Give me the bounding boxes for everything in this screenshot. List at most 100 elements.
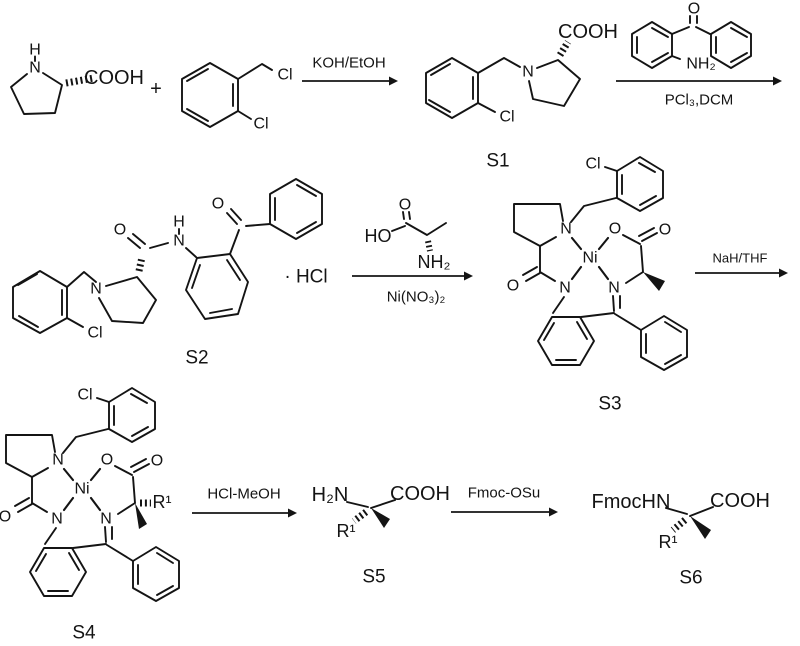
s6-structure: FmocHN COOH R¹ S6 <box>592 490 770 589</box>
carboxyl-oxygen-label: O <box>399 197 411 214</box>
ho-c-bond <box>391 225 406 232</box>
aminobenzophenone-structure: O NH₂ <box>631 1 752 73</box>
alpha-carboxyl-bond <box>370 499 396 509</box>
compound-label-s6: S6 <box>679 568 702 589</box>
reagent-step3: Ni(NO₃)₂ <box>387 289 446 306</box>
benzyl-bonds <box>66 271 97 288</box>
hashed-wedge-bond <box>557 40 571 57</box>
amine-label: NH₂ <box>418 252 451 272</box>
s2-structure: N Cl O H N O · HCl S2 <box>12 178 328 369</box>
benzoyl-oxygen-label: O <box>212 196 224 213</box>
hydrochloride-salt-label: · HCl <box>284 267 327 288</box>
benzyl-bonds <box>477 57 521 74</box>
amide-nitrogen-label: N <box>173 233 185 250</box>
compound-label-s4: S4 <box>72 623 96 644</box>
hashed-wedge-bond-r1 <box>351 509 369 524</box>
methyl-wedge-bond <box>690 516 711 539</box>
ring-nitrogen-label: N <box>90 281 102 298</box>
phenyl-aromatic-inner-bonds <box>274 184 317 234</box>
aryl-chlorine-label: Cl <box>87 325 102 342</box>
arrow-head <box>779 268 788 278</box>
arrow-head <box>773 76 782 86</box>
s1-structure: N Cl COOH S1 <box>425 21 618 172</box>
benzene-aromatic-inner-bonds <box>186 68 234 122</box>
benzoyl-double-bond <box>226 208 242 225</box>
ring-chlorine-bond <box>237 110 252 120</box>
arrow-head <box>288 508 297 518</box>
amide-hydrogen-label: H <box>173 214 185 231</box>
chlorobenzyl-chloride-structure: Cl Cl <box>181 62 293 133</box>
s3-structure: S3 <box>505 154 689 415</box>
arrow-step4: NaH/THF <box>695 251 788 278</box>
benzoyl-bond <box>229 229 240 255</box>
pyrrolidine-ring-bonds <box>98 276 157 324</box>
reagent-step2: PCl₃,DCM <box>665 92 734 109</box>
carbonyl-bonds <box>671 26 711 35</box>
ring-nitrogen-label: N <box>29 60 41 77</box>
nh-hydrogen-label: H <box>29 42 41 59</box>
arrow-head <box>389 76 398 86</box>
methyl-wedge-bond <box>371 508 390 528</box>
arrow-head <box>464 271 473 281</box>
pyrrolidine-ring-bonds <box>528 59 581 107</box>
aniline-ring-bonds <box>185 253 249 320</box>
r1-substituent-label: R¹ <box>337 521 356 541</box>
carbonyl-double-bond <box>689 15 698 24</box>
amine-label: H₂N <box>312 484 349 506</box>
methyl-wedge-bond <box>643 272 665 291</box>
compound-label-s1: S1 <box>486 151 509 172</box>
aryl-chlorine-label: Cl <box>253 116 268 133</box>
s4-structure: R¹ S4 <box>0 385 181 644</box>
carbonyl-oxygen-label: O <box>688 1 700 18</box>
aniline-aromatic-inner-bonds <box>191 259 241 314</box>
reagent-step5: HCl-MeOH <box>207 486 280 503</box>
s5-structure: H₂N COOH R¹ S5 <box>312 483 450 588</box>
hashed-wedge-bond <box>135 256 146 272</box>
arrow-head <box>549 507 558 517</box>
pyrrolidine-ring-bonds <box>10 72 63 115</box>
carboxyl-group-label: COOH <box>390 483 450 505</box>
proline-structure: H N COOH <box>10 42 144 115</box>
reagent-step6: Fmoc-OSu <box>468 485 541 502</box>
benzene-aromatic-inner-bonds <box>428 63 474 113</box>
arrow-step2: PCl₃,DCM <box>616 76 782 109</box>
amide-carbonyl-double-bond <box>127 233 146 249</box>
chlorophenyl-ring-bonds <box>12 270 68 334</box>
reagent-step1: KOH/EtOH <box>312 55 385 72</box>
amine-alpha-bond <box>346 501 369 508</box>
reagent-step4: NaH/THF <box>713 251 768 266</box>
left-ring-aromatic-inner-bonds <box>636 27 669 63</box>
carboxyl-double-bond <box>402 211 411 220</box>
hashed-wedge-bond-r1 <box>670 517 688 533</box>
fmoc-amine-label: FmocHN <box>592 491 671 513</box>
r1-substituent-label: R¹ <box>153 492 172 512</box>
benzoyl-phenyl-bond <box>245 223 271 227</box>
amino-bond <box>671 55 681 60</box>
amide-oxygen-label: O <box>114 222 126 239</box>
chlorine-bond <box>477 102 496 113</box>
right-ring-aromatic-inner-bonds <box>715 27 748 63</box>
dashed-bond-to-amine <box>425 240 433 252</box>
anilide-n-aryl-bond <box>185 247 197 258</box>
benzylic-chlorine-label: Cl <box>277 67 292 84</box>
r1-substituent-label: R¹ <box>659 532 678 552</box>
nickel-complex <box>505 154 689 372</box>
methyl-wedge-bond <box>135 503 147 529</box>
right-ring-bonds <box>710 21 752 69</box>
phenyl-ring-bonds <box>269 178 323 240</box>
carboxyl-group-label: COOH <box>710 490 770 512</box>
alpha-carboxyl-bond <box>689 506 714 517</box>
ring-nitrogen-label: N <box>522 64 534 81</box>
chlorine-bond <box>66 317 84 328</box>
amide-c-n-bond <box>149 242 169 249</box>
fmoc-amine-alpha-bond <box>665 507 688 515</box>
benzene-ring-bonds <box>181 62 239 128</box>
arrow-step5: HCl-MeOH <box>192 486 297 518</box>
alanine-structure: HO O NH₂ <box>365 197 451 273</box>
carboxyl-group-label: COOH <box>84 67 144 89</box>
arrow-step3: Ni(NO₃)₂ <box>352 271 473 306</box>
chlorophenyl-aromatic-inner-bonds <box>17 273 63 328</box>
amino-group-label: NH₂ <box>686 56 715 73</box>
